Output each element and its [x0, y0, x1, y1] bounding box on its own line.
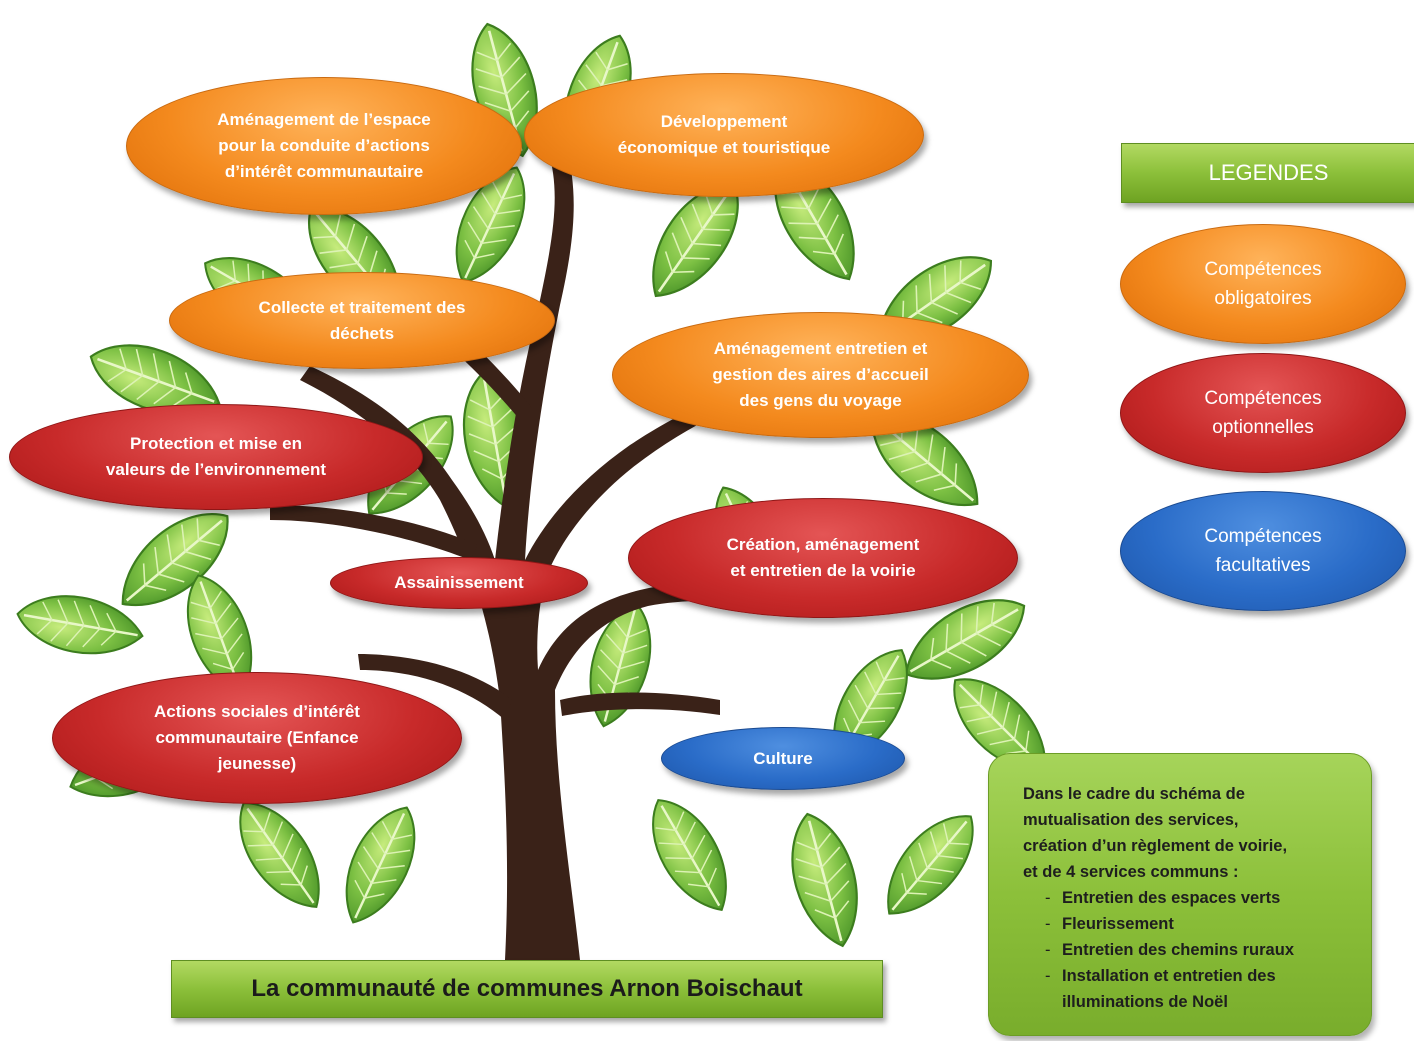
competence-culture-label: Culture: [753, 748, 813, 768]
legend-item-optionnelles: Compétences optionnelles: [1120, 353, 1406, 473]
competence-developpement-label: Développement économique et touristique: [617, 112, 831, 157]
mutualisation-note: Dans le cadre du schéma de mutualisation…: [988, 753, 1372, 1036]
competence-actions-sociales-label: Actions sociales d’intérêt communautaire…: [154, 702, 360, 773]
competence-actions-sociales: Actions sociales d’intérêt communautaire…: [52, 672, 462, 804]
note-service-list: Entretien des espaces verts Fleurissemen…: [1023, 885, 1351, 1015]
competence-amenagement-espace-label: Aménagement de l’espace pour la conduite…: [217, 110, 431, 181]
legend-item-optionnelles-label: Compétences optionnelles: [1204, 388, 1322, 438]
note-service-item: Entretien des espaces verts: [1045, 885, 1351, 911]
competence-amenagement-espace: Aménagement de l’espace pour la conduite…: [126, 77, 522, 215]
legend-title: LEGENDES: [1208, 160, 1329, 185]
title-banner: La communauté de communes Arnon Boischau…: [171, 960, 883, 1018]
legend-item-obligatoires-label: Compétences obligatoires: [1204, 259, 1322, 309]
note-service-item: Installation et entretien des illuminati…: [1045, 963, 1351, 1015]
competence-assainissement: Assainissement: [330, 557, 588, 609]
note-intro: Dans le cadre du schéma de mutualisation…: [1023, 785, 1288, 881]
note-service-item: Fleurissement: [1045, 911, 1351, 937]
page-title: La communauté de communes Arnon Boischau…: [251, 975, 803, 1002]
competence-aires-accueil-label: Aménagement entretien et gestion des air…: [712, 339, 929, 410]
competence-developpement: Développement économique et touristique: [524, 73, 924, 197]
competence-voirie: Création, aménagement et entretien de la…: [628, 498, 1018, 618]
competence-aires-accueil: Aménagement entretien et gestion des air…: [612, 312, 1029, 438]
note-service-item: Entretien des chemins ruraux: [1045, 937, 1351, 963]
competence-protection-environnement-label: Protection et mise en valeurs de l’envir…: [105, 434, 327, 479]
legend-item-facultatives: Compétences facultatives: [1120, 491, 1406, 611]
competence-protection-environnement: Protection et mise en valeurs de l’envir…: [9, 404, 423, 510]
competence-collecte-dechets: Collecte et traitement des déchets: [169, 272, 555, 369]
competence-voirie-label: Création, aménagement et entretien de la…: [726, 535, 920, 580]
legend-item-obligatoires: Compétences obligatoires: [1120, 224, 1406, 344]
competence-culture: Culture: [661, 727, 905, 790]
competence-assainissement-label: Assainissement: [394, 573, 524, 592]
legend-title-banner: LEGENDES: [1121, 143, 1414, 203]
competence-collecte-dechets-label: Collecte et traitement des déchets: [258, 297, 466, 343]
legend-item-facultatives-label: Compétences facultatives: [1204, 526, 1322, 576]
